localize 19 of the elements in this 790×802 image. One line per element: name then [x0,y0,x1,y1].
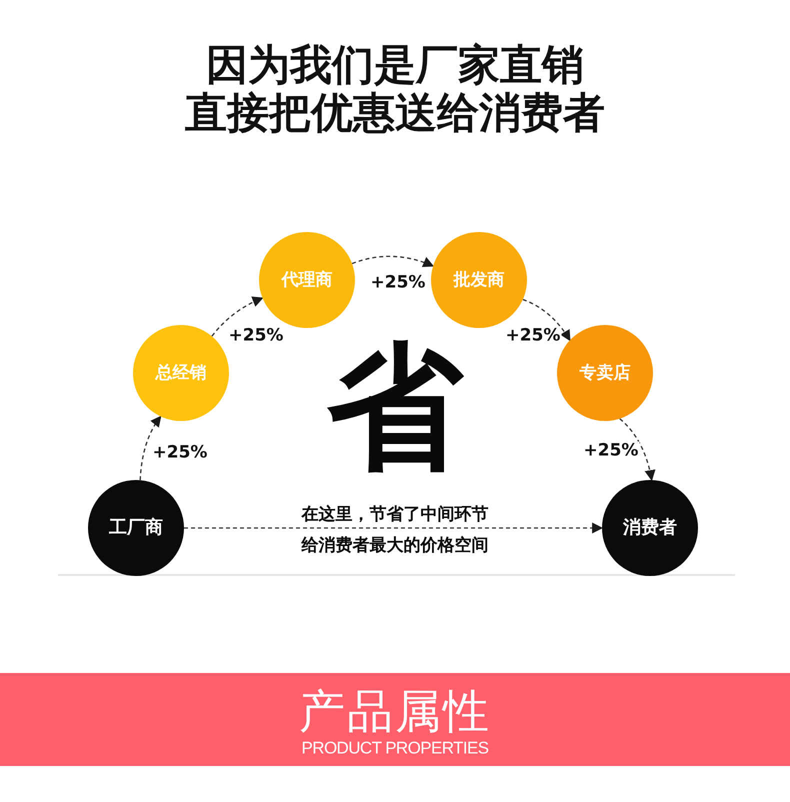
big-character: 省 [327,340,463,476]
banner [0,673,790,766]
banner-title: 产品属性 [299,688,491,734]
banner-subtitle: PRODUCT PROPERTIES [302,740,488,756]
dashed-arrow [140,416,162,480]
node-label: 消费者 [623,519,677,537]
note-text: 给消费者最大的价格空间 [302,538,488,554]
dashed-arrow [619,418,656,482]
dashed-arrow [352,256,434,268]
node-label: 批发商 [454,272,504,288]
title: 因为我们是厂家直销直接把优惠送给消费者 [185,41,605,137]
dashed-arrow [184,522,604,534]
dashed-arrow [522,298,570,342]
node-label: 代理商 [282,272,332,288]
note-text: 在这里，节省了中间环节 [302,506,488,524]
node-label: 专卖店 [580,364,630,382]
node-label: 总经销 [156,364,206,382]
dashed-arrow [211,296,264,337]
node-label: 工厂商 [109,519,163,537]
